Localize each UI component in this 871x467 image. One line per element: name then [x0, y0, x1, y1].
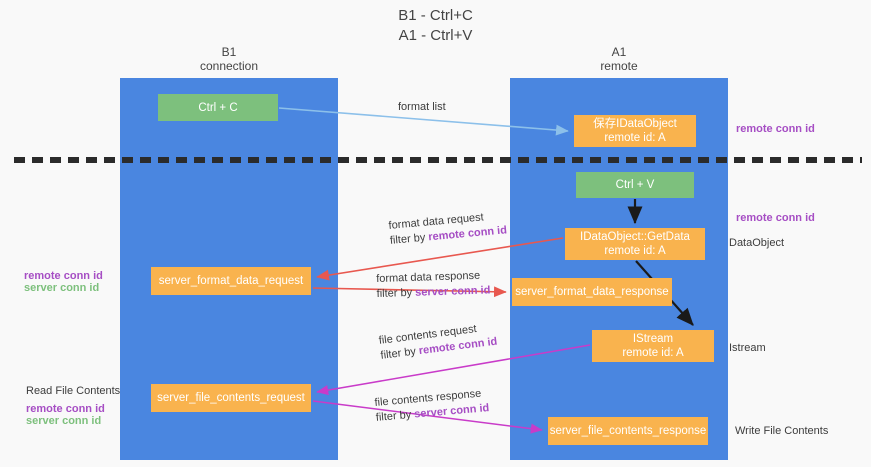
node-ctrl-v[interactable]: Ctrl + V — [576, 172, 694, 198]
node-ctrl-v-label: Ctrl + V — [615, 179, 655, 191]
node-ctrl-c[interactable]: Ctrl + C — [158, 94, 278, 121]
column-header-b1: B1 connection — [120, 45, 338, 73]
edge-label-file-contents-request: file contents request filter by remote c… — [378, 320, 498, 364]
annotation-right-istream: Istream — [729, 342, 766, 354]
node-idataobject-getdata-line1: IDataObject::GetData — [580, 231, 690, 243]
node-idataobject-getdata-line2: remote id: A — [604, 245, 666, 257]
column-header-a1-name: A1 — [611, 45, 627, 59]
column-header-b1-sub: connection — [199, 59, 259, 73]
edge-label-format-data-response: format data response filter by server co… — [376, 268, 491, 302]
filter-by-text: filter by — [379, 345, 420, 362]
node-server-file-contents-response-label: server_file_contents_response — [549, 425, 707, 437]
edge-label-file-contents-response: file contents response filter by server … — [374, 386, 490, 426]
annotation-right-remote-conn-id-top: remote conn id — [736, 123, 815, 135]
annotation-right-dataobject: DataObject — [729, 237, 785, 249]
annotation-left-remote-conn-id-2: remote conn id — [26, 403, 105, 415]
node-save-idataobject[interactable]: 保存IDataObject remote id: A — [574, 115, 696, 147]
column-header-a1: A1 remote — [510, 45, 728, 73]
highlight-server-conn-id: server conn id — [414, 284, 491, 299]
edge-label-format-list-line1: format list — [398, 101, 446, 113]
annotation-left-server-conn-id-2: server conn id — [26, 415, 102, 427]
node-save-idataobject-line2: remote id: A — [604, 132, 666, 144]
column-header-a1-sub: remote — [600, 59, 638, 73]
page-title: B1 - Ctrl+C A1 - Ctrl+V — [0, 6, 871, 46]
node-server-format-data-response-label: server_format_data_response — [515, 286, 669, 298]
node-server-format-data-request-label: server_format_data_request — [158, 275, 304, 287]
annotation-left-server-conn-id-1: server conn id — [24, 282, 100, 294]
filter-by-text: filter by — [375, 408, 415, 424]
node-save-idataobject-line1: 保存IDataObject — [593, 118, 677, 130]
node-server-format-data-response[interactable]: server_format_data_response — [512, 278, 672, 306]
node-server-format-data-request[interactable]: server_format_data_request — [151, 267, 311, 295]
edge-label-format-data-request: format data request filter by remote con… — [388, 208, 508, 249]
annotation-left-remote-conn-id-1: remote conn id — [24, 270, 103, 282]
node-server-file-contents-request-label: server_file_contents_request — [157, 392, 305, 404]
filter-by-text: filter by — [389, 231, 429, 247]
annotation-right-remote-conn-id-mid: remote conn id — [736, 212, 815, 224]
edge-label-format-data-response-line2: filter by server conn id — [376, 283, 491, 302]
node-istream-line2: remote id: A — [622, 347, 684, 359]
title-line-2: A1 - Ctrl+V — [398, 27, 473, 44]
node-ctrl-c-label: Ctrl + C — [198, 101, 238, 114]
title-line-1: B1 - Ctrl+C — [398, 7, 473, 24]
edge-label-format-list: format list — [398, 100, 446, 115]
column-header-b1-name: B1 — [221, 45, 237, 59]
annotation-right-write-file-contents: Write File Contents — [735, 425, 829, 437]
node-server-file-contents-request[interactable]: server_file_contents_request — [151, 384, 311, 412]
node-server-file-contents-response[interactable]: server_file_contents_response — [548, 417, 708, 445]
filter-by-text: filter by — [376, 286, 416, 300]
node-istream[interactable]: IStream remote id: A — [592, 330, 714, 362]
node-istream-line1: IStream — [632, 333, 674, 345]
node-idataobject-getdata[interactable]: IDataObject::GetData remote id: A — [565, 228, 705, 260]
annotation-left-read-file-contents: Read File Contents — [26, 385, 121, 397]
